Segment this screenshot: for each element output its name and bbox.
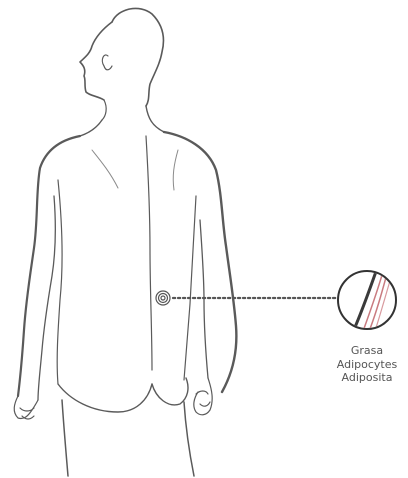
- buttock-left: [58, 384, 152, 412]
- fat-labels: Grasa Adipocytes Adiposita: [330, 344, 404, 385]
- magnified-fat-layer-view: [338, 266, 396, 334]
- neck-right: [146, 106, 164, 132]
- label-adipocytes: Adipocytes: [330, 358, 404, 372]
- spine-line: [146, 136, 152, 370]
- face-profile: [80, 22, 112, 100]
- target-inner-ring: [161, 296, 165, 300]
- neck-left: [80, 120, 102, 136]
- leg-right: [184, 402, 194, 476]
- ear: [102, 55, 112, 70]
- left-hand: [14, 396, 38, 419]
- right-hand: [194, 378, 212, 415]
- torso-right: [184, 196, 196, 380]
- label-grasa: Grasa: [330, 344, 404, 358]
- left-shoulder-arm: [18, 136, 80, 396]
- shoulder-blade-right: [173, 150, 178, 190]
- jaw-line: [102, 100, 106, 120]
- target-middle-ring: [159, 294, 168, 303]
- human-back-figure: [14, 8, 236, 476]
- leg-left: [62, 400, 68, 476]
- buttock-right: [152, 378, 188, 405]
- shoulder-blade-left: [92, 150, 118, 188]
- label-adiposita: Adiposita: [330, 371, 404, 385]
- left-arm-inner: [38, 196, 55, 400]
- torso-left: [57, 180, 62, 384]
- right-shoulder-arm: [164, 132, 236, 392]
- head-outline: [112, 8, 164, 106]
- target-marker: [156, 291, 170, 305]
